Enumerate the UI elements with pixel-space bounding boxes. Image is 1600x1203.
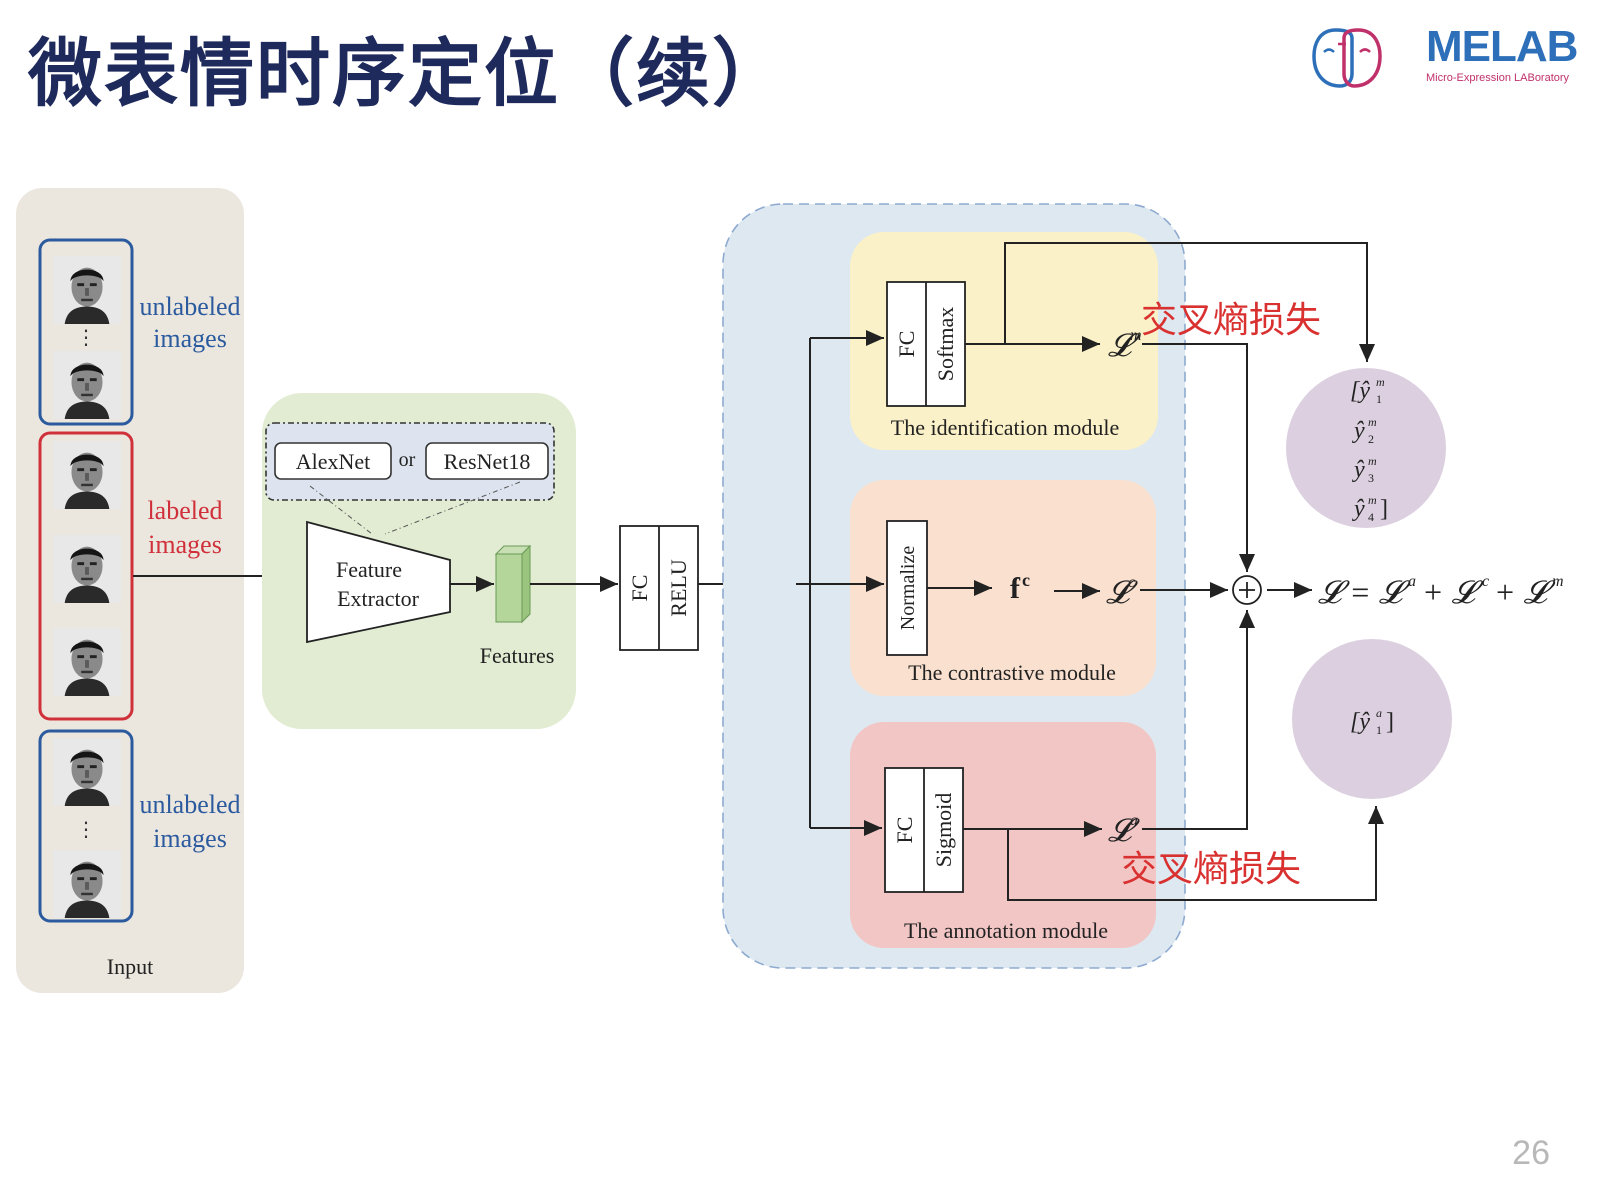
total-loss-lhs: 𝓛 = 𝓛 (1318, 574, 1411, 610)
melab-logo: MELAB Micro-Expression LABoratory (1312, 22, 1578, 94)
fc-label: FC (894, 331, 919, 358)
extractor-label-line1: Feature (336, 557, 402, 582)
face-photo-icon (53, 850, 121, 918)
page-number: 26 (1512, 1134, 1550, 1172)
total-loss-sup-c: c (1482, 573, 1489, 590)
twin-face-logo-icon (1312, 28, 1382, 88)
ellipsis-dots: ⋮ (76, 325, 96, 349)
fc-relu-block: FC RELU (619, 525, 699, 651)
group-label-line2: images (153, 824, 227, 853)
annotation-caption: The annotation module (904, 918, 1108, 943)
loss-m-sup: m (1130, 327, 1142, 344)
fc-feature-label: f (1010, 572, 1021, 605)
y-sup-3: m (1368, 454, 1377, 468)
resnet18-box (425, 442, 549, 480)
y-sup-1: m (1376, 375, 1385, 389)
face-photo-icon (53, 628, 121, 696)
y-hat-3: ŷ (1352, 457, 1365, 483)
cross-entropy-annotation-top: 交叉熵损失 (1141, 300, 1321, 341)
unlabeled-group-top (38, 238, 134, 426)
total-loss-sup-m: m (1552, 573, 1564, 590)
group-label-line1: unlabeled (139, 790, 240, 819)
softmax-label: Softmax (933, 307, 958, 382)
y-hat-4: ŷ (1352, 496, 1365, 522)
loss-c-sup: c (1128, 574, 1135, 591)
relu-label: RELU (666, 559, 691, 617)
resnet18-label: ResNet18 (444, 449, 531, 474)
feature-extractor-block (306, 520, 451, 644)
total-loss-plus-m: + 𝓛 (1494, 574, 1556, 610)
y-sub-2: 2 (1368, 432, 1374, 446)
group-label-line1: unlabeled (139, 292, 240, 321)
labeled-group (38, 431, 134, 721)
extractor-label-line2: Extractor (337, 586, 420, 611)
face-photo-icon (53, 441, 121, 509)
y-sup-2: m (1368, 415, 1377, 429)
slide-title: 微表情时序定位（续） (28, 31, 788, 117)
total-loss-sup-a: a (1408, 573, 1416, 590)
bracket-close: ] (1386, 709, 1394, 735)
features-label: Features (480, 643, 555, 668)
input-caption: Input (107, 954, 153, 979)
output-arrows (1004, 242, 1384, 901)
face-photo-icon (53, 535, 121, 603)
logo-subtitle: Micro-Expression LABoratory (1426, 72, 1570, 84)
face-photo-icon (53, 351, 121, 419)
normalize-label: Normalize (897, 546, 919, 631)
cross-entropy-annotation-bottom: 交叉熵损失 (1121, 849, 1301, 890)
y-sub-4: 4 (1368, 510, 1374, 524)
y-sup-4: m (1368, 493, 1377, 507)
y-sub-1: 1 (1376, 392, 1382, 406)
y-hat-a: [ŷ (1350, 709, 1370, 735)
y-sub-3: 3 (1368, 471, 1374, 485)
alexnet-box (274, 442, 392, 480)
single-output-circle: [ŷ 1 a ] (1292, 639, 1452, 799)
features-cube-icon (494, 544, 532, 624)
logo-wordmark: MELAB (1426, 22, 1578, 71)
contrastive-caption: The contrastive module (908, 660, 1116, 685)
total-loss-plus-c: + 𝓛 (1422, 574, 1484, 610)
sigmoid-label: Sigmoid (931, 793, 956, 868)
alexnet-label: AlexNet (296, 449, 371, 474)
contrastive-module: Normalize f c 𝓛 c The contrastive module (850, 480, 1156, 696)
group-label-line1: labeled (147, 496, 222, 525)
multi-output-circle: [ŷ 1 m ŷ 2 m ŷ 3 m ŷ 4 m ] (1286, 368, 1446, 528)
face-photo-icon (53, 738, 121, 806)
y-hat-1: [ŷ (1350, 378, 1370, 404)
total-loss-equation: 𝓛 = 𝓛 a + 𝓛 c + 𝓛 m (1318, 573, 1564, 610)
loss-a-sup: a (1130, 812, 1138, 829)
identification-caption: The identification module (891, 415, 1120, 440)
fc-feature-sup: c (1022, 570, 1030, 590)
group-label-line2: images (153, 324, 227, 353)
group-label-line2: images (148, 530, 222, 559)
input-panel: ⋮ unlabeled images labeled images ⋮ unla… (16, 188, 244, 993)
or-label: or (399, 449, 416, 471)
branch-arrows (796, 330, 884, 836)
face-photo-icon (53, 256, 121, 324)
fc-label: FC (627, 575, 652, 602)
bracket-close: ] (1380, 496, 1388, 522)
y-a-sup: a (1376, 706, 1382, 720)
extractor-panel: AlexNet or ResNet18 Feature Extractor Fe… (262, 393, 576, 729)
ellipsis-dots: ⋮ (76, 817, 96, 841)
unlabeled-group-bottom (38, 729, 134, 923)
y-hat-2: ŷ (1352, 418, 1365, 444)
fc-label: FC (892, 817, 917, 844)
annotation-module: FC Sigmoid 𝓛 a The annotation module (850, 722, 1156, 948)
y-a-sub: 1 (1376, 723, 1382, 737)
